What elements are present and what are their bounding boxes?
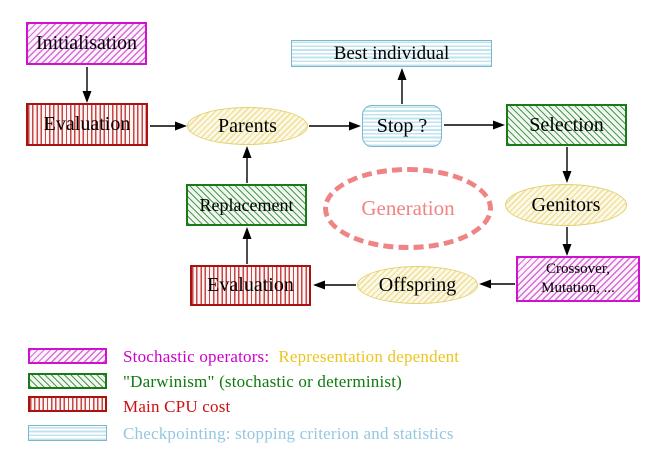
generation-loop-ellipse: Generation	[323, 167, 493, 250]
arrow-offspring-to-evaluation	[313, 280, 356, 290]
legend-label-representation-dependent: Representation dependent	[278, 347, 460, 366]
node-evaluation-top: Evaluation	[26, 103, 148, 146]
legend-label-checkpointing: Checkpointing: stopping criterion and st…	[123, 424, 454, 443]
node-offspring: Offspring	[357, 266, 478, 304]
node-selection-label: Selection	[529, 113, 604, 136]
arrow-initialisation-to-evaluation	[82, 67, 92, 103]
node-evaluation-top-label: Evaluation	[43, 113, 131, 135]
node-initialisation-label: Initialisation	[35, 32, 138, 54]
node-stop-label: Stop ?	[376, 114, 428, 137]
arrow-evaluation-to-replacement	[242, 227, 252, 264]
arrow-selection-to-genitors	[562, 147, 572, 183]
arrow-stop-to-best-individual	[397, 68, 407, 104]
arrow-evaluation-to-parents	[150, 121, 187, 131]
node-parents: Parents	[187, 107, 308, 145]
node-replacement-label: Replacement	[199, 194, 294, 215]
legend-label-darwinism: "Darwinism" (stochastic or determinist)	[123, 372, 402, 391]
arrow-genitors-to-crossover	[562, 227, 572, 256]
crossover-line2: Mutation, ...	[541, 280, 615, 296]
node-best-individual: Best individual	[291, 40, 492, 67]
node-genitors: Genitors	[505, 184, 627, 226]
node-genitors-label: Genitors	[531, 193, 601, 216]
node-parents-label: Parents	[218, 114, 277, 137]
arrow-parents-to-stop	[309, 121, 361, 131]
legend-label-stochastic-operators-primary: Stochastic operators:	[123, 347, 270, 366]
legend-label-cpu-cost: Main CPU cost	[123, 397, 231, 416]
node-offspring-label: Offspring	[378, 273, 457, 296]
node-best-individual-label: Best individual	[333, 42, 450, 64]
legend-label-stochastic-operators: Stochastic operators: Representation depe…	[123, 347, 459, 367]
node-evaluation-bottom: Evaluation	[190, 265, 311, 306]
node-replacement: Replacement	[186, 184, 307, 226]
arrow-crossover-to-offspring	[479, 279, 515, 289]
node-evaluation-bottom-label: Evaluation	[207, 274, 294, 296]
node-selection: Selection	[506, 104, 627, 146]
legend-swatch-darwinism	[28, 373, 107, 389]
node-crossover-mutation-label: Crossover, Mutation, ...	[541, 260, 615, 298]
arrow-stop-to-selection	[444, 120, 505, 130]
node-initialisation: Initialisation	[26, 22, 147, 65]
node-crossover-mutation: Crossover, Mutation, ...	[516, 256, 640, 302]
legend-swatch-stochastic-operators	[28, 348, 107, 364]
legend-swatch-checkpointing	[28, 425, 107, 441]
legend-swatch-cpu-cost	[28, 396, 107, 412]
generation-label: Generation	[361, 196, 455, 221]
node-stop: Stop ?	[362, 105, 442, 147]
arrow-replacement-to-parents	[242, 146, 252, 183]
crossover-line1: Crossover,	[546, 261, 610, 278]
